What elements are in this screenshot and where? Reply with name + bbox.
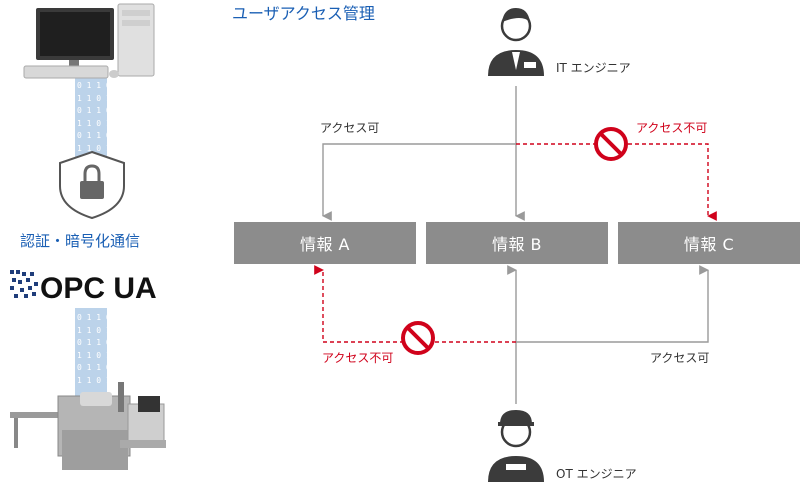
info-box-b: 情報 B — [426, 222, 608, 264]
label-it-to-c: アクセス不可 — [636, 121, 708, 135]
binary-line: 1 1 0 1 — [77, 118, 111, 128]
ot-engineer-icon — [488, 410, 544, 482]
binary-line: 1 1 0 1 — [77, 350, 111, 360]
binary-line: 0 1 1 0 — [77, 313, 111, 322]
binary-strip-bottom — [75, 308, 107, 398]
info-box-a: 情報 A — [234, 222, 416, 264]
shield-lock-icon — [59, 150, 125, 220]
label-it-to-a: アクセス可 — [320, 121, 380, 135]
binary-line: 0 1 1 0 — [77, 338, 111, 347]
denied-lines — [314, 143, 717, 343]
info-box-a-label: 情報 A — [299, 235, 351, 254]
info-box-c: 情報 C — [618, 222, 800, 264]
binary-line: 1 1 0 1 — [77, 375, 111, 385]
binary-line: 0 1 1 0 — [77, 363, 111, 372]
deny-icon-ot — [401, 321, 435, 355]
binary-text-top: 0 1 1 0 1 1 0 1 0 1 1 0 1 1 0 1 0 1 1 0 … — [77, 80, 111, 155]
info-box-b-label: 情報 B — [491, 235, 543, 254]
binary-line: 1 1 0 1 — [77, 325, 111, 335]
page-title: ユーザアクセス管理 — [232, 4, 375, 23]
info-box-c-label: 情報 C — [683, 235, 735, 254]
binary-line: 1 1 0 1 — [77, 143, 111, 153]
security-label: 認証・暗号化通信 — [20, 232, 141, 250]
opc-ua-logo: OPC UA — [10, 270, 157, 305]
ot-engineer-label: OT エンジニア — [556, 467, 637, 481]
binary-line: 0 1 1 0 — [77, 81, 111, 90]
binary-strip-top — [75, 78, 107, 160]
label-ot-to-a: アクセス不可 — [322, 351, 394, 365]
binary-line: 0 1 1 0 — [77, 106, 111, 115]
it-engineer-label: IT エンジニア — [556, 61, 631, 75]
deny-icon-it — [594, 127, 628, 161]
binary-line: 1 1 0 1 — [77, 93, 111, 103]
allowed-lines — [322, 86, 709, 404]
svg-text:OPC UA: OPC UA — [40, 272, 157, 305]
it-engineer-icon — [488, 8, 544, 76]
binary-line: 0 1 1 0 — [77, 131, 111, 140]
computer-icon — [23, 3, 155, 79]
machine-icon — [10, 382, 166, 470]
binary-text-bottom: 0 1 1 0 1 1 0 1 0 1 1 0 1 1 0 1 0 1 1 0 … — [77, 312, 111, 387]
label-ot-to-c: アクセス可 — [650, 351, 710, 365]
